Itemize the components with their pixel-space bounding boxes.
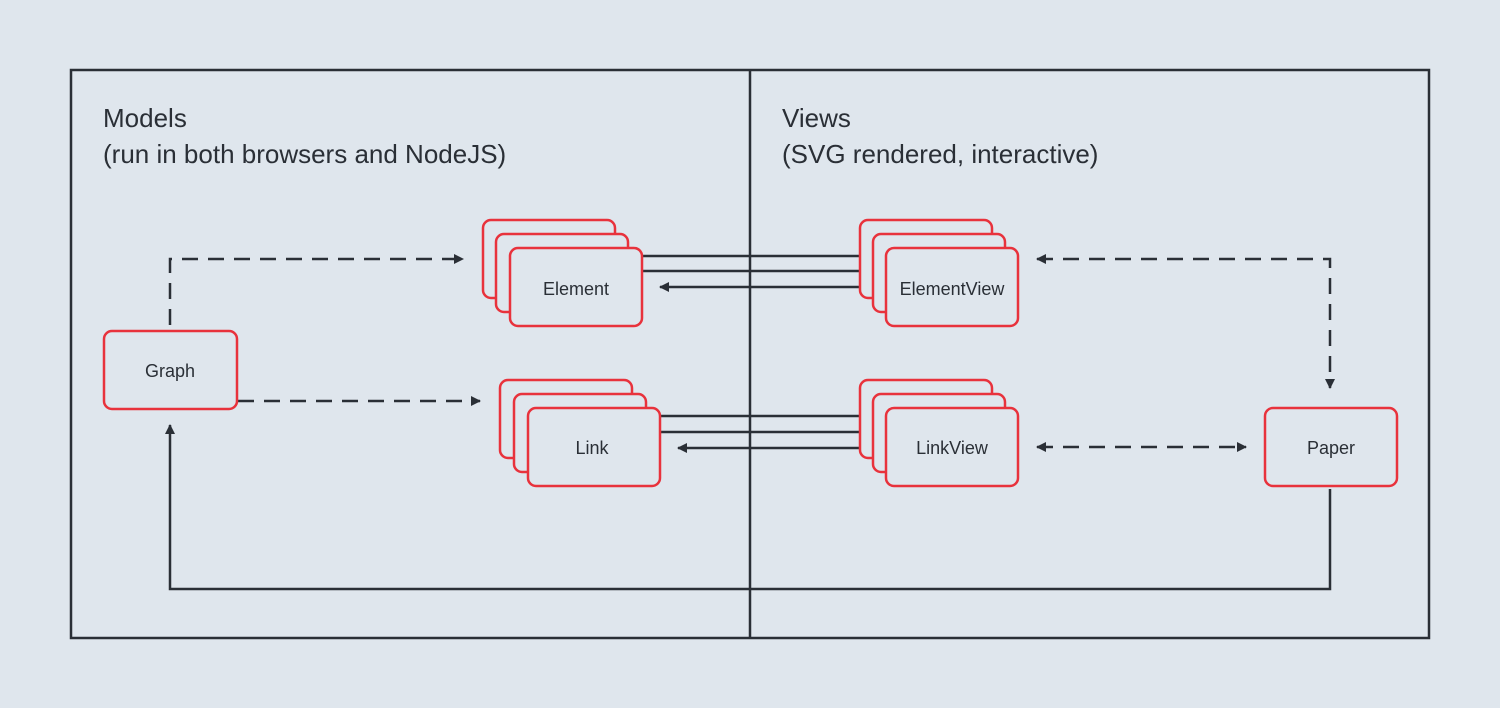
paper-to-graph-arrow	[165, 424, 1332, 591]
graph-node-label: Graph	[145, 361, 195, 381]
graph-to-element-arrow	[168, 254, 464, 325]
paper-node-label: Paper	[1307, 438, 1355, 458]
element-node-label: Element	[543, 279, 609, 299]
connectors	[165, 254, 1335, 591]
graph-node: Graph	[102, 329, 239, 411]
models-panel-subtitle: (run in both browsers and NodeJS)	[103, 139, 506, 169]
views-panel-title: Views	[782, 103, 851, 133]
views-panel-subtitle: (SVG rendered, interactive)	[782, 139, 1098, 169]
paper-node: Paper	[1263, 406, 1399, 488]
linkview-node-stack: LinkView	[858, 378, 1020, 488]
elementview-node-label: ElementView	[900, 279, 1006, 299]
link-node-stack: Link	[498, 378, 662, 488]
linkview-node-label: LinkView	[916, 438, 989, 458]
models-panel-title: Models	[103, 103, 187, 133]
elementview-node-stack: ElementView	[858, 218, 1020, 328]
element-node-stack: Element	[481, 218, 644, 328]
elementview-paper-arrow	[1036, 254, 1335, 389]
link-node-label: Link	[575, 438, 609, 458]
